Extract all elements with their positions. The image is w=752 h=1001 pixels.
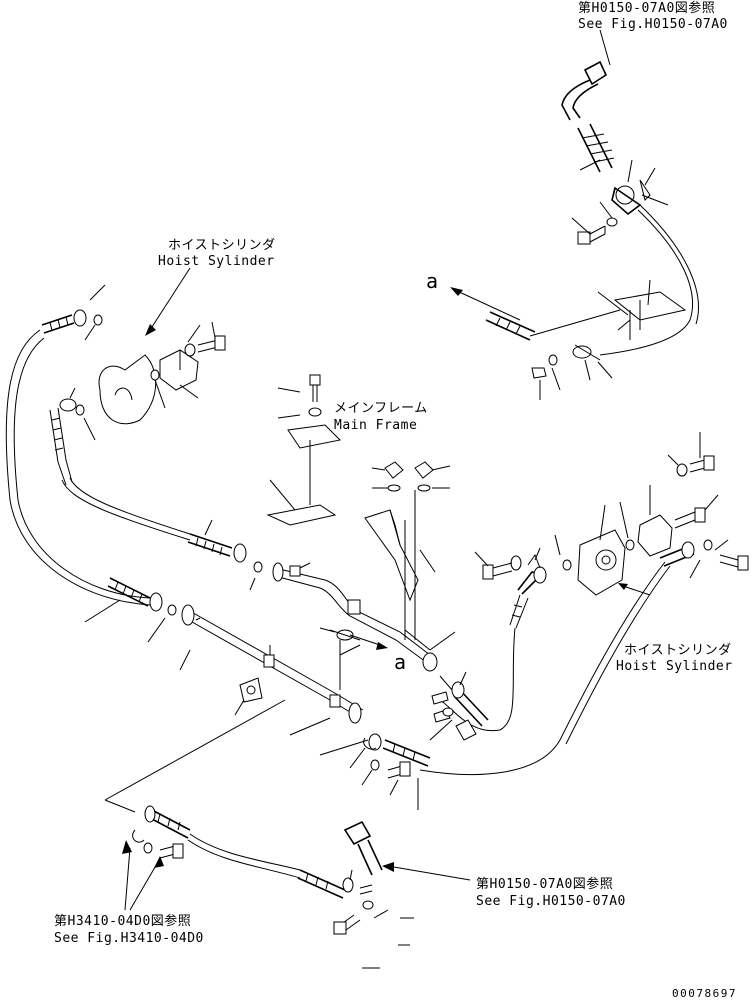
ref-bottom-en: See Fig.H3410-04D0 [54,931,204,946]
bottom-elbow-fitting [333,820,471,969]
hoist-left-en: Hoist Sylinder [158,254,275,269]
ref-mid-jp: 第H0150-07A0図参照 [476,877,614,892]
left-block-fitting [150,349,199,409]
top-elbow-fitting [561,29,611,121]
a-marker-top-arrow [450,287,521,321]
top-clamp-parts [531,344,613,400]
right-block-fitting [619,485,719,557]
center-right-hose [439,627,516,732]
a-marker-mid-arrow [349,634,388,650]
top-hose-long [599,209,694,356]
left-hoist-cylinder [98,267,191,425]
hoist-right-jp: ホイストシリンダ [624,643,732,658]
left-hose-end-upper [41,284,106,341]
marker-a-top: a [426,269,439,293]
right-long-hose [419,561,666,776]
hoist-right-en: Hoist Sylinder [616,659,733,674]
bottom-leader-line [104,699,286,801]
hoist-left-jp: ホイストシリンダ [168,238,276,253]
center-upper-pipe [272,562,456,672]
lower-hose-fitting [289,717,431,810]
main-frame-jp: メインフレーム [334,401,428,416]
right-center-hose-fitting [439,534,572,732]
top-bolt [571,201,618,245]
drawing-number: 00078697 [672,987,737,1000]
center-clamp [179,649,263,716]
left-hose-end-lower [49,387,96,486]
main-frame-bracket [266,374,342,526]
ref-top-en: See Fig.H0150-07A0 [578,17,728,32]
bottom-hose [144,805,346,899]
top-hose-upper [577,123,615,173]
right-hose-end [659,539,749,579]
bottom-left-fittings [122,829,184,911]
top-hose-fitting-a [485,309,621,341]
left-bolt-upper [184,321,226,357]
right-bolt-upper [667,432,715,477]
ref-mid-en: See Fig.H0150-07A0 [476,894,626,909]
ref-bottom-jp: 第H3410-04D0図参照 [54,914,192,929]
main-frame-en: Main Frame [334,418,418,433]
left-long-hose [5,329,151,606]
top-bracket [597,279,687,340]
center-bracket-assembly [364,461,451,640]
top-swivel-joint [611,159,669,216]
left-mid-hose [61,477,191,541]
ref-top-jp: 第H0150-07A0図参照 [578,1,716,16]
center-tube-pipe [181,604,364,724]
right-center-bolt [474,551,513,580]
right-hoist-cylinder [577,504,651,596]
marker-a-mid: a [394,650,407,674]
left-hose-fitting-lower [84,577,177,643]
left-hose-fitting-mid [187,519,263,591]
lower-center-fittings [429,671,489,741]
